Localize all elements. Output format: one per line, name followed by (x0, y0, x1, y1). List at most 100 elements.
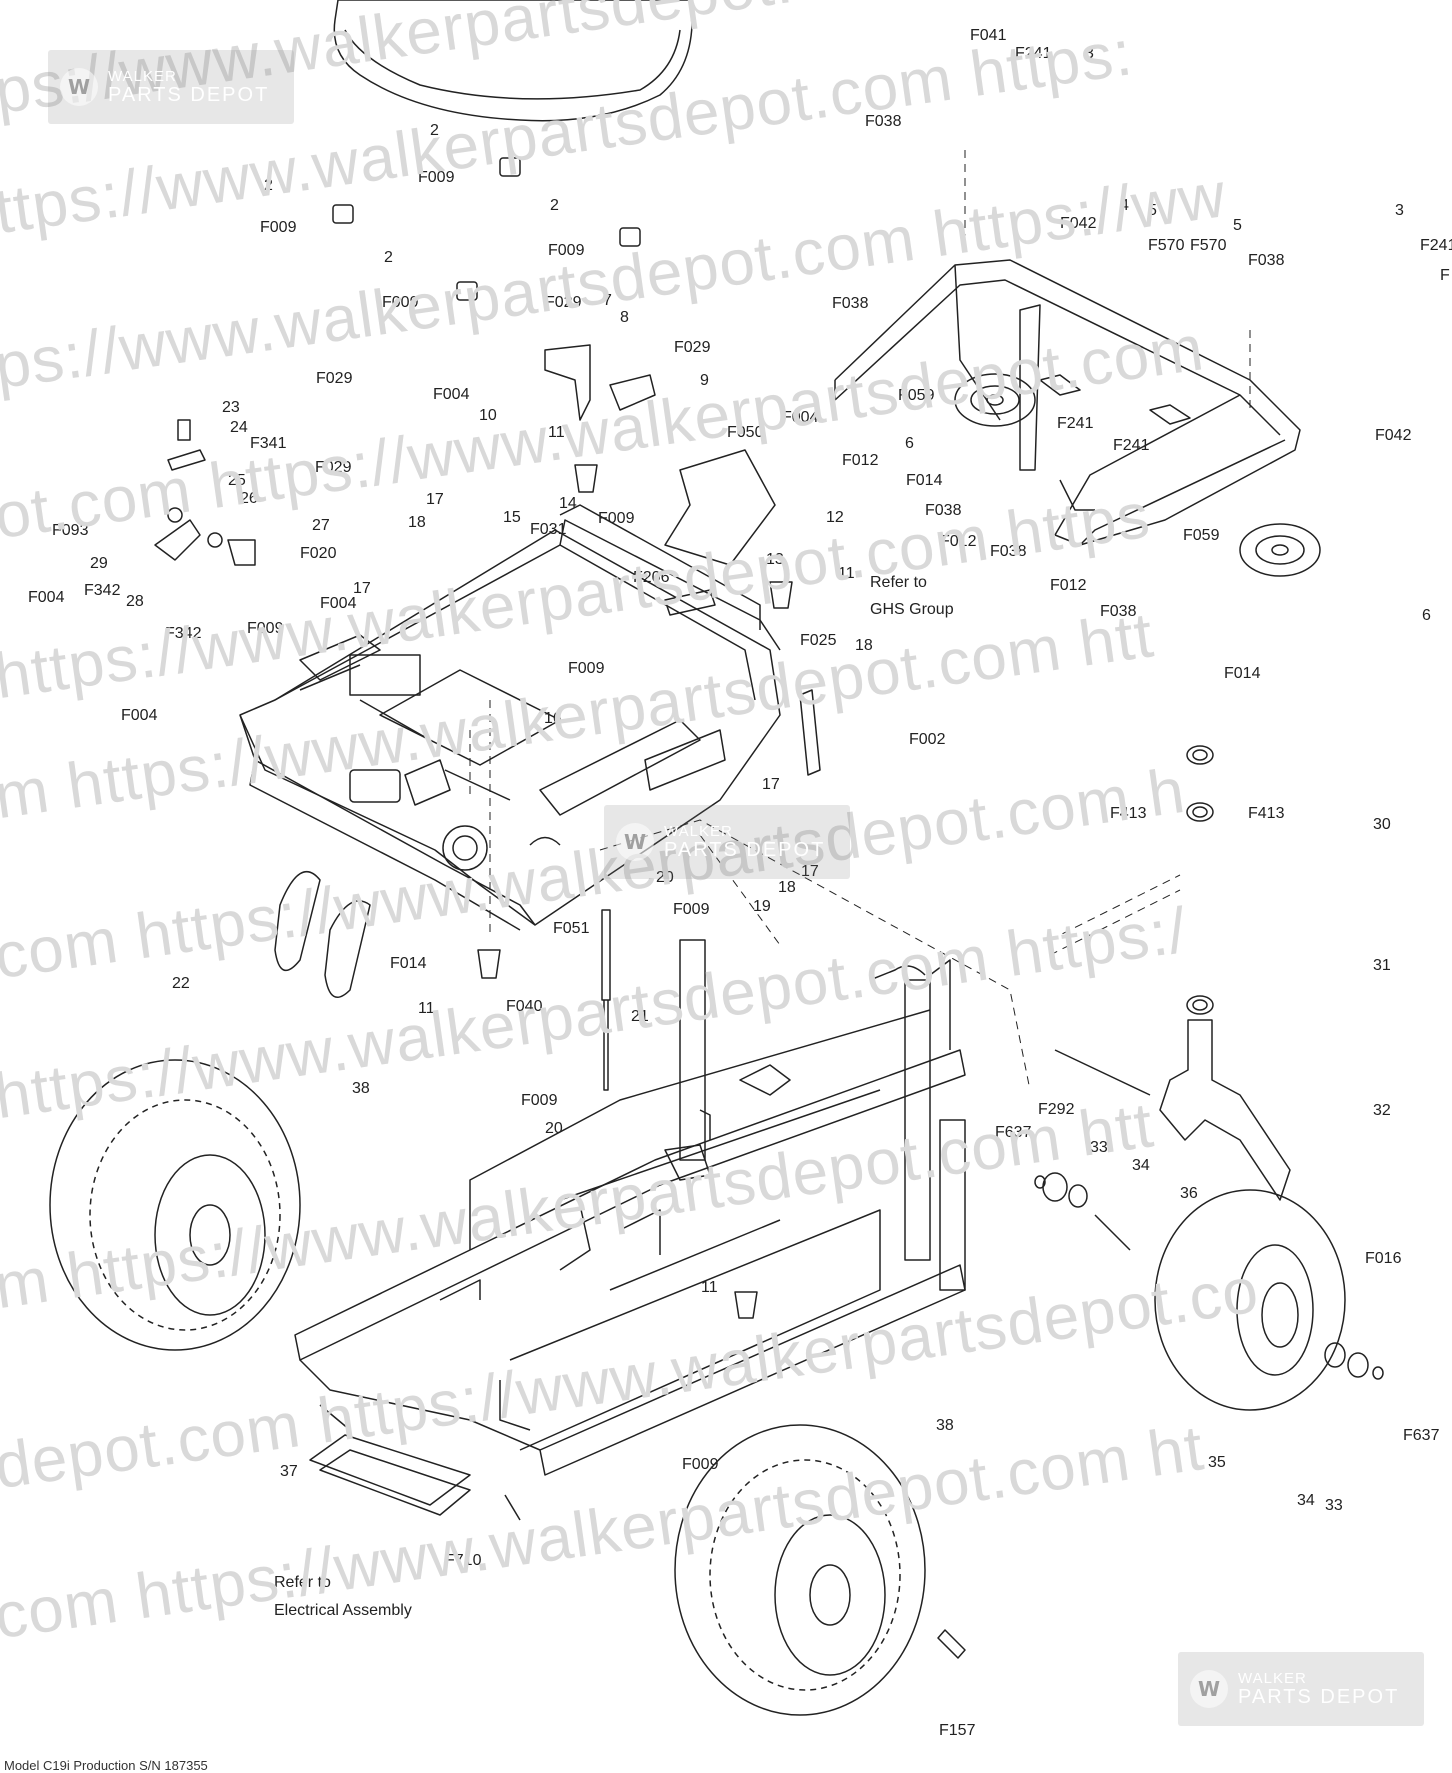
callout-label: F041 (970, 27, 1007, 44)
callout-label: 24 (230, 419, 248, 436)
seat-mount (456, 281, 478, 301)
callout-label: F157 (939, 1722, 976, 1739)
callout-label: 34 (1297, 1492, 1315, 1509)
seat-mount (619, 227, 641, 247)
callout-label: F014 (1224, 665, 1261, 682)
callout-label: F009 (247, 620, 284, 637)
caster-wheel (1154, 1189, 1346, 1411)
callout-label: Electrical Assembly (274, 1602, 412, 1619)
callout-label: 29 (90, 555, 108, 572)
callout-label: 2 (550, 197, 559, 214)
badge-line1: WALKER (108, 67, 177, 85)
callout-label: 11 (701, 1279, 718, 1296)
badge-line1: WALKER (664, 822, 733, 840)
callout-label: F009 (682, 1456, 719, 1473)
idler-pulley (954, 373, 1036, 427)
badge-line2: PARTS DEPOT (664, 838, 826, 861)
plate-13 (664, 589, 716, 616)
callout-label: 19 (753, 898, 771, 915)
latch-23 (177, 419, 191, 441)
callout-label: F093 (52, 522, 89, 539)
callout-label: F342 (165, 625, 202, 642)
callout-label: F042 (1060, 215, 1097, 232)
callout-label: 2 (264, 177, 273, 194)
callout-label: F029 (674, 339, 711, 356)
callout-label: 3 (1395, 202, 1404, 219)
callout-label: 4 (1120, 197, 1129, 214)
caster-fork-32 (1159, 1019, 1291, 1201)
callout-label: F206 (633, 569, 670, 586)
gas-strut (601, 909, 611, 1001)
caster-bolt (1054, 1049, 1151, 1096)
callout-label: F038 (1248, 252, 1285, 269)
callout-label: F009 (382, 294, 419, 311)
callout-label: F241 (1113, 437, 1150, 454)
callout-label: F009 (673, 901, 710, 918)
callout-label: 8 (620, 309, 629, 326)
walker-logo-icon: W (616, 823, 654, 861)
callout-label: F637 (995, 1124, 1032, 1141)
bumper (574, 464, 598, 493)
callout-label: F009 (548, 242, 585, 259)
main-frame (294, 939, 966, 1521)
watermark-badge: W WALKER PARTS DEPOT (48, 50, 294, 124)
callout-label: 26 (240, 490, 258, 507)
callout-label: 6 (905, 435, 914, 452)
callout-label: 18 (855, 637, 873, 654)
callout-label: F004 (320, 595, 357, 612)
callout-label: F009 (260, 219, 297, 236)
callout-label: F029 (316, 370, 353, 387)
callout-label: 5 (1148, 202, 1157, 219)
bracket-16 (799, 689, 821, 776)
callout-label: F009 (521, 1092, 558, 1109)
callout-label: 20 (656, 869, 674, 886)
arm-5 (1019, 304, 1041, 471)
watermark-badge: W WALKER PARTS DEPOT (1178, 1652, 1424, 1726)
callout-label: 11 (838, 565, 855, 582)
callout-label: GHS Group (870, 601, 954, 618)
latch-28 (154, 519, 201, 561)
callout-label: 28 (126, 593, 144, 610)
callout-label: 15 (503, 509, 521, 526)
callout-label: 13 (766, 551, 784, 568)
callout-label: 18 (778, 879, 796, 896)
callout-label: F014 (390, 955, 427, 972)
callout-label: 17 (353, 580, 371, 597)
callout-label: 35 (1208, 1454, 1226, 1471)
callout-label: 10 (479, 407, 497, 424)
callout-label: F012 (1050, 577, 1087, 594)
callout-label: 5 (1233, 217, 1242, 234)
callout-label: F241 (1057, 415, 1094, 432)
callout-label: 18 (408, 514, 426, 531)
callout-label: 3 (1085, 45, 1094, 62)
callout-label: F009 (418, 169, 455, 186)
callout-label: 17 (762, 776, 780, 793)
callout-label: 2 (384, 249, 393, 266)
callout-label: 6 (1422, 607, 1431, 624)
upper-frame-4 (834, 259, 1301, 546)
callout-label: F004 (121, 707, 158, 724)
electrical-bracket (319, 1449, 471, 1516)
callout-label: 38 (352, 1080, 370, 1097)
callout-label: F342 (84, 582, 121, 599)
callout-label: F009 (568, 660, 605, 677)
callout-label: F051 (553, 920, 590, 937)
callout-label: 11 (548, 424, 565, 441)
callout-label: 21 (631, 1008, 649, 1025)
callout-label: F241 (1015, 45, 1052, 62)
hinge-bracket (544, 344, 591, 421)
idler-pulley (1239, 523, 1321, 577)
hinge-bracket (609, 374, 656, 411)
callout-label: F (1440, 267, 1450, 284)
seat-mount (332, 204, 354, 224)
callout-label: F014 (906, 472, 943, 489)
seat-mount (499, 157, 521, 177)
callout-label: F040 (506, 998, 543, 1015)
callout-label: F292 (1038, 1101, 1075, 1118)
callout-label: 16 (544, 710, 562, 727)
callout-label: F004 (28, 589, 65, 606)
rear-tire (49, 1059, 301, 1351)
callout-label: F009 (598, 510, 635, 527)
callout-label: 2 (430, 122, 439, 139)
callout-label: F341 (250, 435, 287, 452)
